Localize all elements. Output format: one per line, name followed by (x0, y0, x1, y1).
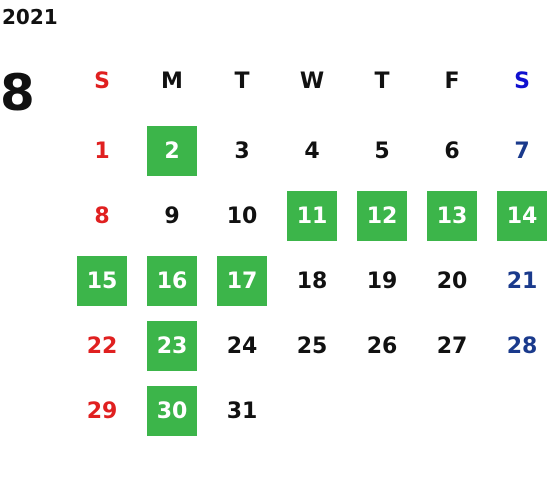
calendar-day[interactable]: 19 (366, 268, 398, 294)
weekday-header: T (374, 68, 390, 94)
calendar-day-highlighted[interactable]: 30 (147, 386, 197, 436)
calendar-day[interactable]: 31 (226, 398, 258, 424)
weekday-header: W (299, 68, 325, 94)
calendar-day[interactable]: 8 (94, 203, 110, 229)
calendar-day-highlighted[interactable]: 16 (147, 256, 197, 306)
calendar-day[interactable]: 29 (86, 398, 118, 424)
calendar-day[interactable]: 18 (296, 268, 328, 294)
weekday-header: M (161, 68, 183, 94)
calendar-day[interactable]: 28 (506, 333, 538, 359)
calendar-day[interactable]: 26 (366, 333, 398, 359)
calendar-day-highlighted[interactable]: 23 (147, 321, 197, 371)
weekday-header: S (94, 68, 110, 94)
calendar-day[interactable]: 5 (374, 138, 390, 164)
year-label: 2021 (2, 5, 58, 29)
calendar-day[interactable]: 7 (514, 138, 530, 164)
calendar-day[interactable]: 1 (94, 138, 110, 164)
calendar-day[interactable]: 10 (226, 203, 258, 229)
calendar-day[interactable]: 9 (164, 203, 180, 229)
weekday-header: S (514, 68, 530, 94)
month-number: 8 (0, 64, 35, 122)
calendar-day[interactable]: 24 (226, 333, 258, 359)
calendar-day-highlighted[interactable]: 12 (357, 191, 407, 241)
calendar-day[interactable]: 25 (296, 333, 328, 359)
calendar-day-highlighted[interactable]: 2 (147, 126, 197, 176)
calendar-day-highlighted[interactable]: 15 (77, 256, 127, 306)
weekday-header: F (444, 68, 460, 94)
calendar-day-highlighted[interactable]: 17 (217, 256, 267, 306)
calendar-day-highlighted[interactable]: 11 (287, 191, 337, 241)
calendar-day[interactable]: 21 (506, 268, 538, 294)
weekday-header: T (234, 68, 250, 94)
calendar-day[interactable]: 20 (436, 268, 468, 294)
calendar-day[interactable]: 4 (304, 138, 320, 164)
calendar-day-highlighted[interactable]: 14 (497, 191, 547, 241)
calendar-day[interactable]: 6 (444, 138, 460, 164)
calendar-day[interactable]: 22 (86, 333, 118, 359)
calendar-day-highlighted[interactable]: 13 (427, 191, 477, 241)
calendar-day[interactable]: 27 (436, 333, 468, 359)
calendar-day[interactable]: 3 (234, 138, 250, 164)
